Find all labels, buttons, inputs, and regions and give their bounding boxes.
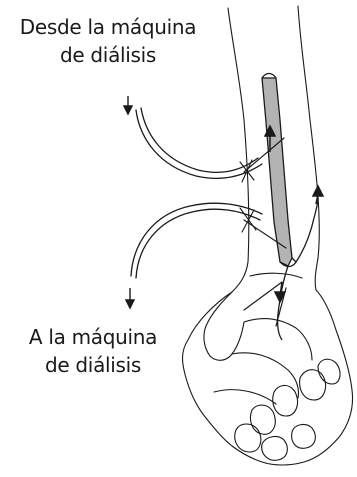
finger-pad-1 — [250, 405, 275, 434]
arrow-from-machine-head — [124, 106, 132, 114]
upper-tube-outer — [136, 110, 262, 178]
label-from-line1: Desde la máquina — [4, 13, 212, 41]
label-to-line2: de diálisis — [0, 351, 186, 379]
fistula-vessel-top — [262, 74, 276, 79]
finger-pad-4 — [318, 359, 340, 384]
label-to-dialysis-machine: A la máquina de diálisis — [0, 323, 186, 379]
label-from-dialysis-machine: Desde la máquina de diálisis — [4, 13, 212, 69]
arrow-to-machine-head — [126, 300, 134, 308]
lower-tube-outer — [136, 209, 260, 278]
palm-crease-2 — [232, 353, 299, 398]
finger-pad-3 — [300, 370, 326, 400]
forearm-left-contour — [228, 8, 249, 292]
label-to-line1: A la máquina — [0, 323, 186, 351]
thumb-outline — [204, 292, 244, 360]
fistula-vessel — [262, 78, 292, 266]
palm-crease-3 — [214, 390, 276, 404]
label-from-line2: de diálisis — [4, 41, 212, 69]
finger-pad-6 — [262, 437, 288, 461]
artery-branch — [278, 266, 288, 340]
finger-pad-7 — [292, 425, 316, 449]
flow-arrowhead-branch — [313, 186, 323, 196]
finger-pad-5 — [235, 424, 261, 452]
wrist-crease — [250, 273, 302, 278]
forearm-right-contour — [298, 6, 319, 290]
artery-branch-2 — [296, 198, 318, 262]
finger-pad-2 — [273, 385, 298, 416]
lower-tube-inner — [131, 203, 262, 276]
